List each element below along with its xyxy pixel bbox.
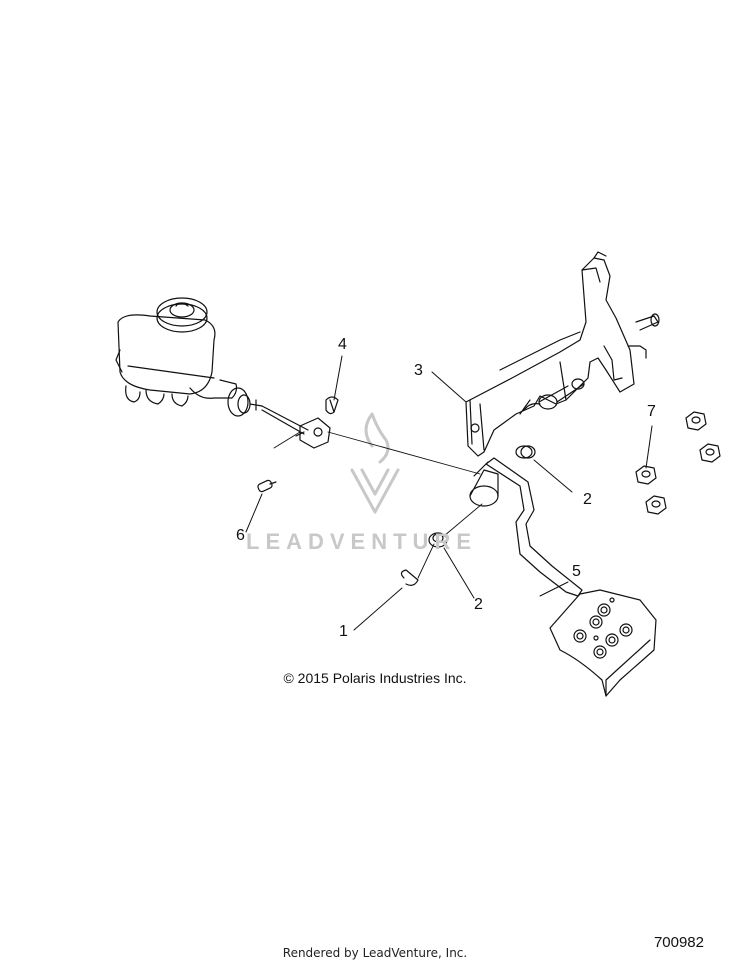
callout-6: 6 [236, 527, 245, 544]
flange-nut-4 [645, 495, 667, 515]
callout-7: 7 [647, 403, 656, 420]
callout-4: 4 [338, 336, 347, 353]
rendered-by-footer: Rendered by LeadVenture, Inc. [282, 946, 468, 960]
diagram-number: 700982 [653, 934, 704, 951]
callout-2-upper: 2 [583, 491, 592, 508]
pedal-bracket [465, 251, 660, 457]
callout-2-lower: 2 [474, 596, 483, 613]
e-clip [400, 569, 419, 586]
pedal-pad [549, 589, 657, 697]
callout-1: 1 [339, 623, 348, 640]
cotter-pin [325, 396, 339, 415]
leader-lines [245, 355, 653, 631]
watermark-text: LEADVENTURE [246, 529, 478, 554]
flange-nut-2 [699, 443, 721, 463]
master-cylinder [115, 297, 309, 435]
callout-5: 5 [572, 563, 581, 580]
copyright-notice: © 2015 Polaris Industries Inc. [283, 670, 467, 686]
leadventure-logo-watermark [350, 412, 400, 514]
flange-nut-1 [685, 411, 707, 431]
callout-3: 3 [414, 362, 423, 379]
bushing-upper [515, 445, 536, 459]
brake-pedal-arm [469, 457, 583, 597]
pivot-tube [538, 378, 585, 410]
flange-nut-3 [635, 465, 657, 485]
assembly-lines [273, 431, 483, 579]
bushing-lower [428, 532, 448, 548]
clevis [295, 417, 331, 449]
clevis-pin [257, 479, 277, 493]
